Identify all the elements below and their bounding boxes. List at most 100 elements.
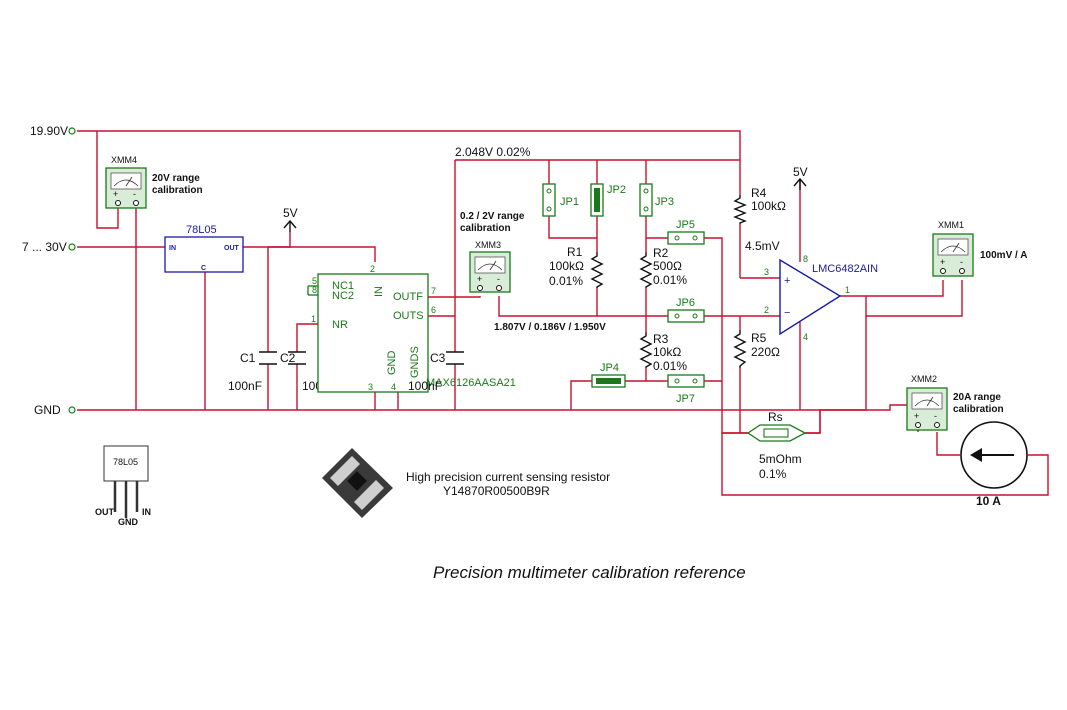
resistor-r2: R2 500Ω 0.01% [639, 246, 687, 288]
svg-text:10kΩ: 10kΩ [653, 345, 681, 359]
resistor-r5: R5 220Ω [733, 330, 780, 368]
svg-text:OUTS: OUTS [393, 310, 424, 322]
svg-text:4: 4 [391, 382, 396, 392]
svg-text:4: 4 [803, 332, 808, 342]
svg-text:1: 1 [311, 314, 316, 324]
opamp-lmc6482: + − LMC6482AIN 3 2 1 8 4 [764, 254, 878, 342]
ref-voltage-label: 2.048V 0.02% [455, 145, 531, 159]
jumper-jp2[interactable]: JP2 [590, 183, 626, 217]
svg-text:R5: R5 [751, 331, 767, 345]
svg-text:78L05: 78L05 [186, 224, 217, 236]
svg-text:XMM4: XMM4 [111, 155, 137, 165]
svg-text:GND: GND [34, 403, 61, 417]
rail-7-30v: 7 ... 30V [22, 240, 76, 254]
jumper-jp6[interactable]: JP6 [667, 297, 705, 323]
meter-dial-icon [113, 179, 139, 187]
figure-caption: Precision multimeter calibration referen… [433, 563, 746, 582]
svg-text:R3: R3 [653, 332, 669, 346]
svg-text:JP1: JP1 [560, 196, 579, 208]
svg-text:−: − [784, 307, 790, 319]
sense-resistor-rs: Rs 5mOhm 0.1% [746, 410, 807, 481]
svg-text:R1: R1 [567, 245, 583, 259]
svg-text:XMM1: XMM1 [938, 220, 964, 230]
svg-text:R2: R2 [653, 246, 669, 260]
svg-text:19.90V: 19.90V [30, 124, 68, 138]
resistor-r1: R1 100kΩ 0.01% [549, 245, 604, 288]
svg-text:220Ω: 220Ω [751, 345, 780, 359]
svg-text:0.01%: 0.01% [653, 273, 687, 287]
svg-text:-: - [133, 189, 136, 199]
svg-text:2: 2 [764, 305, 769, 315]
svg-text:XMM2: XMM2 [911, 374, 937, 384]
svg-text:5: 5 [312, 276, 317, 286]
svg-text:XMM3: XMM3 [475, 240, 501, 250]
resistor-r4: R4 100kΩ [733, 186, 786, 224]
svg-text:100mV / A: 100mV / A [980, 250, 1027, 261]
svg-text:3: 3 [368, 382, 373, 392]
svg-text:8: 8 [803, 254, 808, 264]
svg-text:8: 8 [312, 285, 317, 295]
rail-19v90: 19.90V [30, 124, 76, 138]
svg-text:calibration: calibration [460, 223, 511, 234]
svg-text:MAX6126AASA21: MAX6126AASA21 [426, 377, 516, 389]
resistor-note-line1: High precision current sensing resistor [406, 470, 610, 484]
max6126-ic: 5 8 NC1 NC2 1 NR 2 IN OUTF OUTS 7 6 GND … [307, 264, 516, 393]
xmm2-meter: XMM2 + - 20A range calibration [906, 374, 1004, 431]
svg-text:20V range: 20V range [152, 173, 200, 184]
svg-text:JP2: JP2 [607, 184, 626, 196]
svg-text:1: 1 [845, 285, 850, 295]
svg-text:C: C [201, 265, 206, 272]
svg-text:C1: C1 [240, 351, 256, 365]
meter-dial-icon [940, 245, 966, 253]
svg-text:OUTF: OUTF [393, 291, 423, 303]
svg-text:JP6: JP6 [676, 297, 695, 309]
meter-dial-icon [914, 399, 940, 407]
capacitor-c1: C1 100nF [228, 351, 277, 393]
svg-text:GND: GND [118, 517, 139, 527]
jumper-jp7[interactable]: JP7 [667, 374, 705, 405]
svg-text:78L05: 78L05 [113, 457, 138, 467]
jumper-jp1[interactable]: JP1 [542, 183, 579, 217]
svg-text:100kΩ: 100kΩ [549, 259, 584, 273]
svg-text:2: 2 [370, 264, 375, 274]
jumper-jp4[interactable]: JP4 [591, 362, 626, 388]
svg-text:JP3: JP3 [655, 196, 674, 208]
svg-text:0.01%: 0.01% [653, 359, 687, 373]
svg-text:0.1%: 0.1% [759, 467, 787, 481]
svg-text:JP4: JP4 [600, 362, 619, 374]
svg-text:7: 7 [431, 286, 436, 296]
wires [77, 130, 1049, 496]
svg-text:Rs: Rs [768, 410, 783, 424]
svg-text:0.01%: 0.01% [549, 274, 583, 288]
svg-text:-: - [934, 411, 937, 421]
svg-text:500Ω: 500Ω [653, 259, 682, 273]
five-v-arrow-icon: 5V [283, 206, 298, 232]
jumper-jp3[interactable]: JP3 [639, 183, 674, 217]
jumper-jp5[interactable]: JP5 [667, 219, 705, 245]
svg-text:5V: 5V [793, 165, 808, 179]
svg-text:NC2: NC2 [332, 290, 354, 302]
svg-text:GND: GND [386, 351, 398, 376]
svg-text:5V: 5V [283, 206, 298, 220]
svg-text:IN: IN [373, 286, 385, 297]
xmm4-meter: XMM4 + - 20V range calibration [105, 155, 203, 209]
svg-text:NR: NR [332, 319, 348, 331]
svg-text:OUT: OUT [224, 245, 240, 252]
svg-text:IN: IN [169, 245, 176, 252]
svg-text:R4: R4 [751, 186, 767, 200]
svg-text:NC1: NC1 [332, 280, 354, 292]
svg-text:+: + [914, 411, 919, 421]
svg-text:IN: IN [142, 507, 151, 517]
svg-text:100nF: 100nF [228, 379, 262, 393]
xmm3-meter: 0.2 / 2V range calibration XMM3 + - [460, 211, 525, 293]
to92-package-icon: 78L05 OUT GND IN [95, 445, 151, 527]
svg-text:+: + [113, 189, 118, 199]
xmm3-readings: 1.807V / 0.186V / 1.950V [494, 322, 606, 333]
five-v-arrow-icon: 5V [793, 165, 808, 190]
svg-text:20A range: 20A range [953, 392, 1001, 403]
svg-text:+: + [477, 274, 482, 284]
resistor-r3: R3 10kΩ 0.01% [639, 332, 687, 373]
svg-text:calibration: calibration [953, 404, 1004, 415]
svg-text:LMC6482AIN: LMC6482AIN [812, 263, 878, 275]
